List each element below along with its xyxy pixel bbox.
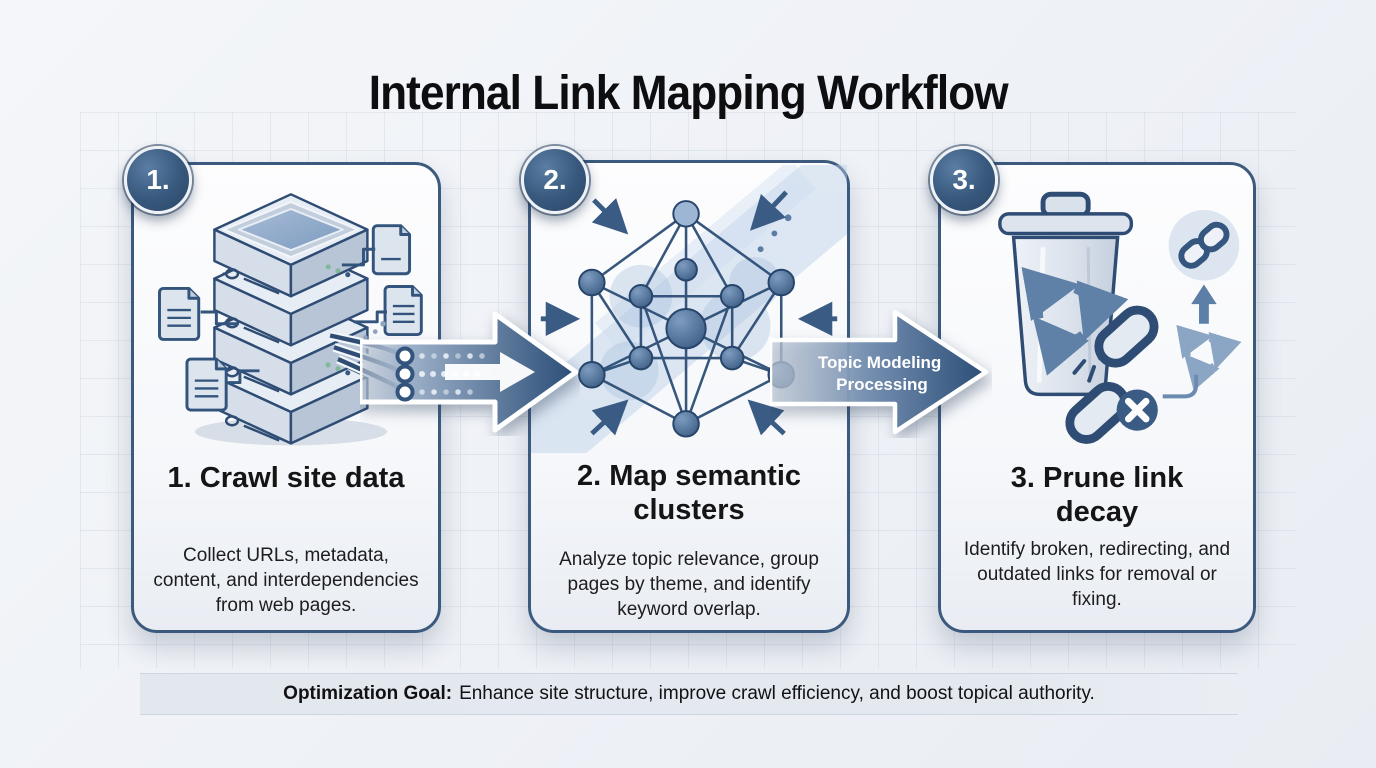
optimization-goal-band: Optimization Goal: Enhance site structur… — [140, 673, 1238, 715]
server-stack-icon — [158, 193, 423, 446]
inner-arrow — [445, 352, 535, 392]
document-icon — [383, 285, 423, 337]
step-badge-3: 3. — [930, 146, 998, 214]
x-badge-icon — [1116, 389, 1158, 431]
trash-broken-link-icon — [998, 191, 1242, 444]
arrow-label: Topic Modeling Processing — [818, 353, 946, 394]
healthy-link-icon — [1168, 209, 1240, 281]
broken-chain-icon — [1065, 305, 1159, 444]
semantic-cluster-network-icon — [531, 165, 847, 453]
center-node — [665, 308, 707, 350]
step-card-prune: 3. Prune link decay Identify broken, red… — [938, 162, 1256, 633]
inward-arrows — [540, 190, 838, 436]
page-title: Internal Link Mapping Workflow — [368, 67, 1009, 121]
step-heading-2: 2. Map semantic clusters — [576, 460, 802, 527]
document-icon — [371, 224, 412, 276]
arrow-shape — [770, 309, 989, 435]
chain-link-icon — [1065, 381, 1130, 444]
goal-label: Optimization Goal: — [283, 683, 453, 704]
server-unit-top — [213, 193, 369, 298]
step-badge-2: 2. — [521, 146, 589, 214]
recycle-icon — [1021, 266, 1129, 376]
flow-arrow-1 — [360, 311, 579, 433]
screen-icon — [237, 208, 344, 252]
dotted-accent — [757, 214, 792, 253]
step-heading-1: 1. Crawl site data — [167, 462, 405, 494]
doc-connectors — [200, 247, 388, 385]
small-recycle-icon — [1176, 324, 1242, 391]
document-icon — [158, 286, 201, 341]
step-description-1: Collect URLs, metadata, content, and int… — [153, 545, 419, 617]
step-badge-1: 1. — [124, 146, 192, 214]
step-description-2: Analyze topic relevance, group pages by … — [559, 549, 819, 621]
step-description-3: Identify broken, redirecting, and outdat… — [963, 539, 1231, 611]
goal-text: Enhance site structure, improve crawl ef… — [459, 683, 1095, 704]
document-icon — [185, 357, 228, 412]
server-stack — [213, 193, 369, 445]
chain-link-icon — [1094, 305, 1159, 368]
cable-connectors — [395, 346, 415, 402]
flow-arrow-2: Topic Modeling Processing — [770, 309, 989, 435]
dotted-trail — [363, 321, 386, 340]
elbow-connector — [1162, 374, 1199, 399]
step-heading-3: 3. Prune link decay — [1010, 462, 1184, 529]
step-card-map-clusters: 2. Map semantic clusters Analyze topic r… — [528, 160, 850, 633]
up-arrow-icon — [1191, 284, 1217, 324]
document-icons — [158, 224, 423, 412]
